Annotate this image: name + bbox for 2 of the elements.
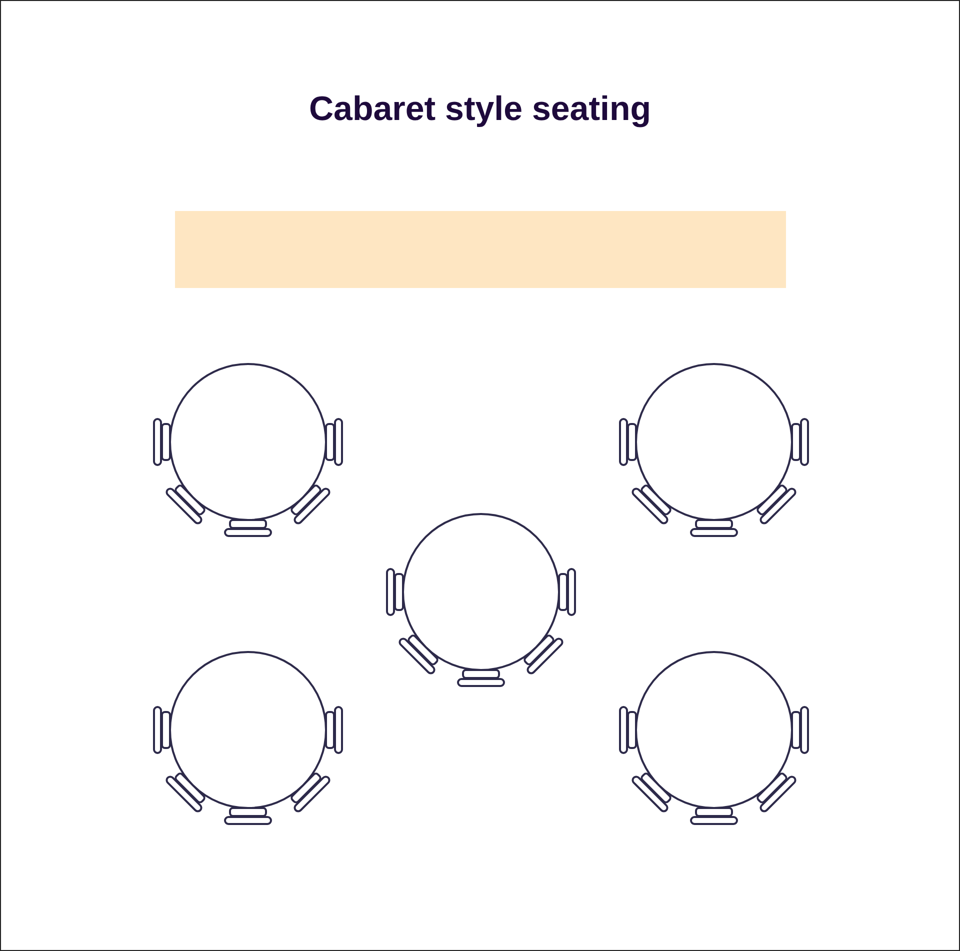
diagram-title: Cabaret style seating xyxy=(308,89,652,130)
stage-area xyxy=(175,211,786,288)
